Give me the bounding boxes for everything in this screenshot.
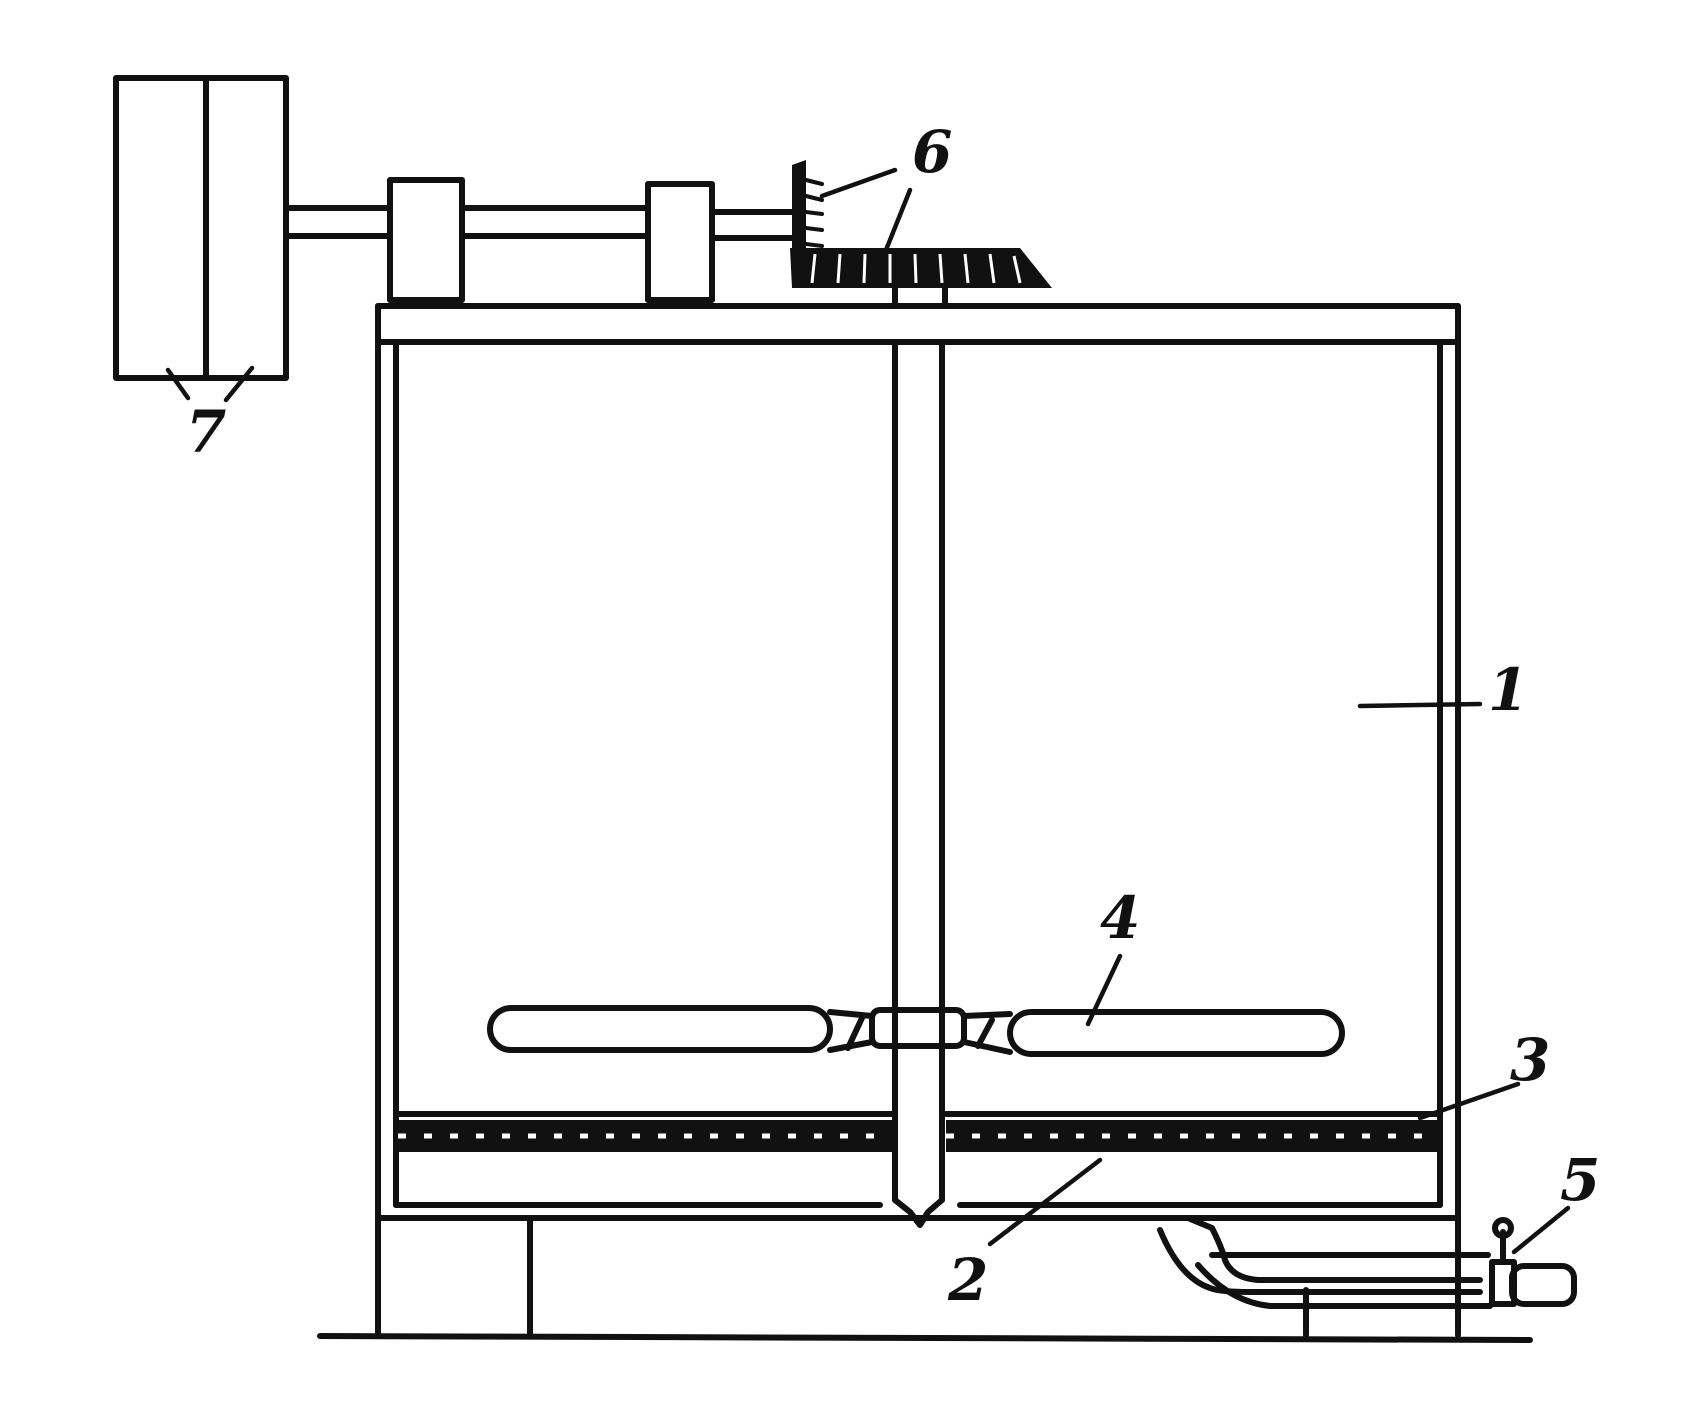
callout-bevel-gears: 6 <box>912 118 952 186</box>
impeller-shaft <box>892 285 948 1228</box>
motor <box>113 75 289 381</box>
tank-stand <box>527 1215 1309 1338</box>
callout-impeller: 4 <box>1100 884 1140 952</box>
callout-valve: 5 <box>1560 1146 1600 1214</box>
callout-tank: 1 <box>1488 656 1528 724</box>
callout-bottom-plate: 2 <box>947 1246 988 1314</box>
impeller <box>487 1005 1345 1057</box>
callout-mesh-layer: 3 <box>1510 1026 1550 1094</box>
drain-valve <box>1489 1217 1577 1307</box>
tank <box>375 303 1461 1338</box>
ground-line <box>317 1333 1533 1343</box>
outlet-pipe <box>1157 1215 1493 1309</box>
leader-lines <box>165 167 1571 1255</box>
drive-shaft <box>285 205 795 241</box>
bevel-gears <box>790 160 1052 288</box>
callout-motor: 7 <box>186 398 226 466</box>
mesh-layer <box>395 1111 1441 1152</box>
shaft-bearing-right <box>645 181 715 303</box>
shaft-bearing-left <box>387 177 465 303</box>
